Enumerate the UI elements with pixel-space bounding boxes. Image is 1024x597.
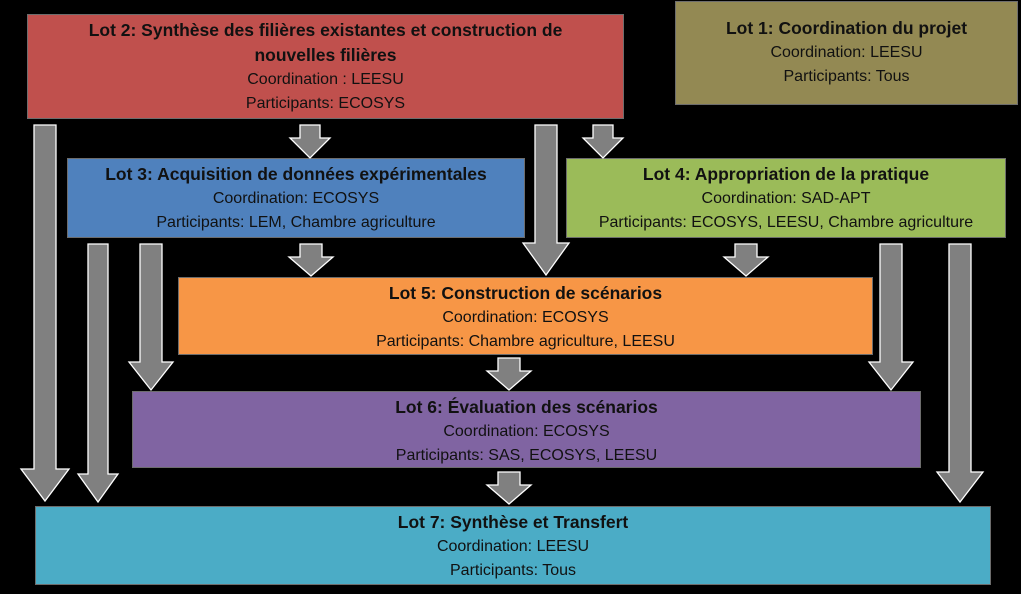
arrow-lot3-to-lot6 (127, 243, 175, 392)
arrow-lot4-to-lot5 (722, 243, 770, 277)
lot5-participants: Participants: Chambre agriculture, LEESU (376, 333, 675, 350)
lot6-participants: Participants: SAS, ECOSYS, LEESU (395, 447, 658, 464)
lot2-participants: Participants: ECOSYS (245, 95, 406, 112)
lot5-title: Lot 5: Construction de scénarios (388, 283, 663, 303)
lot7-coordination: Coordination: LEESU (436, 538, 590, 555)
lot5-box: Lot 5: Construction de scénarios Coordin… (178, 277, 873, 355)
arrow-lot4-to-lot7 (935, 243, 985, 504)
lot7-title: Lot 7: Synthèse et Transfert (397, 512, 629, 532)
arrow-lot6-to-lot7 (485, 471, 533, 505)
lot6-box: Lot 6: Évaluation des scénarios Coordina… (132, 391, 921, 468)
lot3-participants: Participants: LEM, Chambre agriculture (156, 214, 436, 231)
lot1-title: Lot 1: Coordination du projet (725, 18, 968, 38)
lot1-coordination: Coordination: LEESU (770, 44, 923, 61)
lot4-box: Lot 4: Appropriation de la pratique Coor… (566, 158, 1006, 238)
lot7-participants: Participants: Tous (450, 562, 576, 579)
lot3-box: Lot 3: Acquisition de données expériment… (67, 158, 525, 238)
lot2-title-line2: nouvelles filières (254, 45, 397, 65)
lot2-box: Lot 2: Synthèse des filières existantes … (27, 14, 624, 119)
arrow-lot4-to-lot6 (867, 243, 915, 392)
lot5-coordination: Coordination: ECOSYS (442, 309, 609, 326)
lot1-participants: Participants: Tous (783, 68, 910, 85)
arrow-lot3-to-lot7 (76, 243, 120, 504)
lot2-coordination: Coordination : LEESU (247, 71, 404, 88)
arrow-lot2-to-lot3 (288, 124, 332, 159)
lot4-coordination: Coordination: SAD-APT (701, 190, 871, 207)
lot4-title: Lot 4: Appropriation de la pratique (642, 164, 930, 184)
arrow-lot2-to-lot7 (19, 124, 71, 503)
arrow-lot5-to-lot6 (485, 357, 533, 391)
arrow-lot3-to-lot5 (287, 243, 335, 277)
lot6-coordination: Coordination: ECOSYS (443, 423, 610, 440)
lot2-title-line1: Lot 2: Synthèse des filières existantes … (88, 20, 563, 40)
lot3-coordination: Coordination: ECOSYS (212, 190, 380, 207)
lot3-title: Lot 3: Acquisition de données expériment… (105, 164, 487, 184)
lot6-title: Lot 6: Évaluation des scénarios (395, 397, 658, 417)
lot4-participants: Participants: ECOSYS, LEESU, Chambre agr… (598, 214, 974, 231)
arrow-lot2-to-lot5 (521, 124, 571, 277)
lot1-box: Lot 1: Coordination du projet Coordinati… (675, 1, 1018, 105)
arrow-lot2-to-lot4 (581, 124, 625, 159)
lot7-box: Lot 7: Synthèse et Transfert Coordinatio… (35, 506, 991, 585)
